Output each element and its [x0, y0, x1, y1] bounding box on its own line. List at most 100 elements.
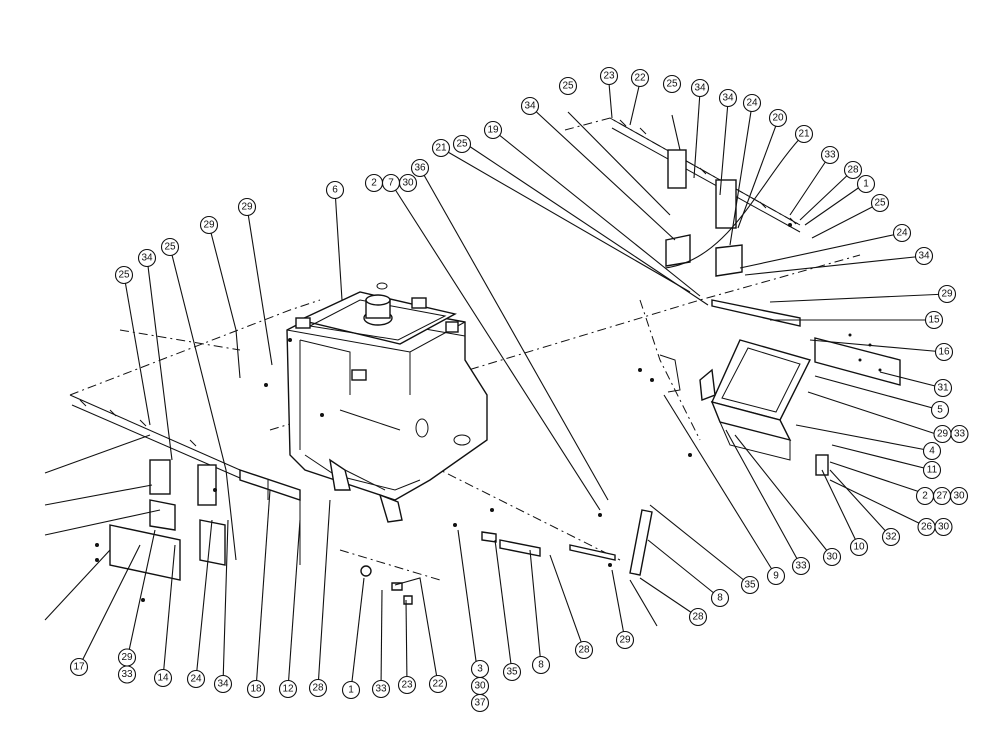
callout-20: 20 [768, 108, 788, 128]
callout-balloon [470, 693, 490, 713]
callout-number: 35 [744, 580, 756, 591]
callout-35-b: 35 [502, 662, 522, 682]
callout-number: 25 [666, 79, 678, 90]
callout-24-c: 24 [186, 669, 206, 689]
callout-31: 31 [933, 378, 953, 398]
callout-balloon [397, 675, 417, 695]
callout-balloon [870, 193, 890, 213]
callout-number: 15 [928, 315, 940, 326]
callout-25-d: 25 [870, 193, 890, 213]
callout-24-a: 24 [742, 93, 762, 113]
callout-1-a: 1 [856, 174, 876, 194]
callout-balloon [794, 124, 814, 144]
callout-28-c: 28 [574, 640, 594, 660]
callout-balloon [740, 575, 760, 595]
callout-number: 18 [250, 684, 262, 695]
right-hopper-assembly [659, 333, 901, 476]
callout-balloon [662, 74, 682, 94]
lower-parts [360, 509, 653, 605]
callout-number: 27 [936, 491, 948, 502]
callout-12: 12 [278, 679, 298, 699]
callout-29-a: 29 [937, 284, 957, 304]
callout-balloon [502, 662, 522, 682]
callout-number: 2 [371, 178, 377, 189]
callout-balloon [558, 76, 578, 96]
callout-4: 4 [922, 441, 942, 461]
callout-number: 33 [121, 669, 133, 680]
callout-28-d: 28 [308, 678, 328, 698]
callout-19: 19 [483, 120, 503, 140]
callout-balloon [428, 674, 448, 694]
callout-24-b: 24 [892, 223, 912, 243]
callout-number: 22 [634, 73, 646, 84]
callout-balloon [924, 310, 944, 330]
callout-balloon [922, 441, 942, 461]
callout-33-c: 33 [371, 679, 391, 699]
callout-34-d: 34 [914, 246, 934, 266]
callout-balloon [630, 68, 650, 88]
callout-5: 5 [930, 400, 950, 420]
callout-29-b: 29 [615, 630, 635, 650]
callout-number: 34 [918, 251, 930, 262]
callout-balloon [69, 657, 89, 677]
callout-balloon [246, 679, 266, 699]
callout-balloon [718, 88, 738, 108]
callout-number: 5 [937, 405, 943, 416]
callout-balloon [137, 248, 157, 268]
callout-18: 18 [246, 679, 266, 699]
callout-balloon [431, 138, 451, 158]
hardware-dots [95, 223, 792, 602]
callout-number: 17 [73, 662, 85, 673]
callout-number: 34 [141, 253, 153, 264]
callout-balloon [325, 180, 345, 200]
callout-21-a: 21 [431, 138, 451, 158]
callout-number: 29 [619, 635, 631, 646]
callout-balloon [690, 78, 710, 98]
callout-16: 16 [934, 342, 954, 362]
callout-number: 25 [562, 81, 574, 92]
callout-balloon [950, 424, 969, 444]
callout-number: 32 [885, 532, 897, 543]
callout-number: 1 [348, 685, 354, 696]
callout-number: 33 [954, 429, 966, 440]
callout-number: 30 [826, 552, 838, 563]
callout-number: 36 [414, 163, 426, 174]
main-tank [286, 282, 488, 523]
callout-balloon [742, 93, 762, 113]
callout-number: 28 [847, 165, 859, 176]
callout-number: 11 [927, 465, 938, 476]
callout-number: 30 [474, 681, 486, 692]
callout-balloon [599, 66, 619, 86]
callout-number: 16 [938, 347, 950, 358]
callout-balloon [937, 284, 957, 304]
callout-balloon [278, 679, 298, 699]
callout-8-a: 8 [710, 588, 730, 608]
callout-number: 10 [853, 542, 865, 553]
callout-number: 21 [435, 143, 447, 154]
callout-21-b: 21 [794, 124, 814, 144]
callout-number: 34 [524, 101, 536, 112]
callout-balloon [930, 400, 950, 420]
callout-number: 30 [938, 522, 950, 533]
callout-number: 25 [874, 198, 886, 209]
callout-25-f: 25 [160, 237, 180, 257]
callout-28-b: 28 [688, 607, 708, 627]
callout-balloon [237, 197, 257, 217]
callout-35-a: 35 [740, 575, 760, 595]
callout-balloon [114, 265, 134, 285]
callout-29-c: 29 [199, 215, 219, 235]
callout-30-a: 30 [822, 547, 842, 567]
callout-number: 21 [798, 129, 810, 140]
callout-balloon [153, 668, 173, 688]
callout-balloon [914, 246, 934, 266]
callout-number: 34 [217, 679, 229, 690]
callout-25-c: 25 [452, 134, 472, 154]
callout-balloon [892, 223, 912, 243]
